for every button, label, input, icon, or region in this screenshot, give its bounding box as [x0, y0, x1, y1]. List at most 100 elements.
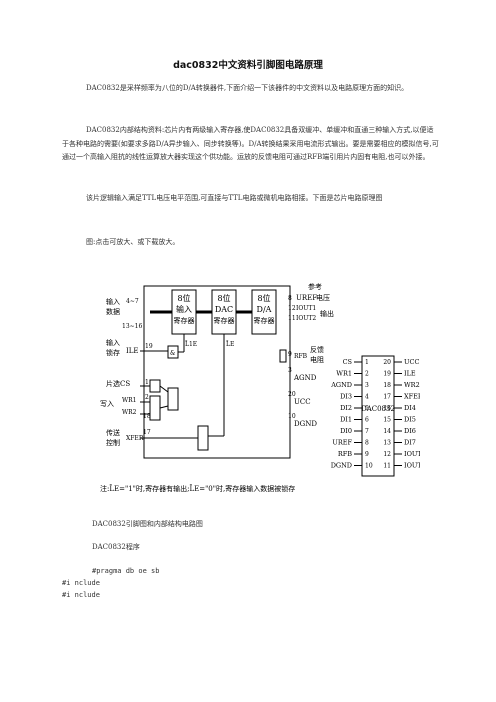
xfer-label-1: 传送 [106, 428, 120, 437]
agnd-label: AGND [293, 374, 317, 382]
wr1-pin: 2 [145, 394, 149, 401]
cs-label: 片选CS [106, 379, 130, 388]
pin-9: 9 [288, 351, 292, 358]
output-label: 输出 [320, 309, 334, 318]
pinout-right-pin-label: DI7 [404, 439, 416, 447]
dac0832-pinout: DAC0832 1CS2WR13AGND4DI35DI26DI17DI08URE… [330, 355, 420, 477]
pin-12: 12 [288, 305, 296, 312]
pinout-right-pin-label: IOUT1 [404, 462, 420, 470]
input-data-label-1: 输入 [106, 297, 120, 306]
pinout-right-pin-label: XFER [404, 393, 420, 401]
pinout-left-pin-number: 4 [365, 394, 369, 401]
xfer-signal: XFER [126, 435, 144, 442]
ref-label: 参考 [308, 282, 322, 291]
input-pins-a: 4~7 [126, 298, 139, 305]
pinout-left-pin-label: DI0 [340, 427, 352, 435]
block1-line2: 输入 [176, 304, 192, 314]
pinout-left-pin-label: UREF [332, 439, 352, 447]
pinout-left-pin-number: 1 [365, 359, 369, 366]
block3-line3: 寄存器 [254, 316, 275, 325]
rfb-label: RFB [294, 353, 308, 360]
ile-pin: 19 [145, 343, 153, 350]
feedback-resistor [279, 349, 287, 363]
pin-11: 11 [288, 315, 296, 322]
block2-line3: 寄存器 [214, 316, 235, 325]
write-label: 写入 [100, 400, 114, 408]
wr2-pin: 18 [143, 413, 151, 420]
pinout-right-pin-label: WR2 [404, 381, 420, 389]
pinout-right-pin-label: DI6 [404, 427, 416, 435]
wr1-label: WR1 [122, 397, 137, 404]
figure-hint: 图:点击可放大、或下载放大。 [86, 238, 180, 246]
code-line-2: #i nclude [62, 579, 100, 587]
document-title: dac0832中文资料引脚图电路原理 [173, 60, 323, 71]
block3-line2: D/A [257, 305, 272, 314]
pin-10: 10 [288, 413, 296, 420]
pinout-left-pin-number: 9 [365, 451, 369, 458]
pinout-left-pin-label: WR1 [336, 370, 352, 378]
pinout-left-pin-label: DI2 [340, 404, 352, 412]
pinout-right-pin-number: 18 [383, 382, 391, 389]
block1-line3: 寄存器 [174, 316, 195, 325]
pin-20: 20 [288, 391, 296, 398]
pinout-right-pin-label: DI4 [404, 404, 416, 412]
intro-paragraph: DAC0832是采样频率为八位的D/A转换器件,下面介绍一下该器件的中文资料以及… [86, 84, 409, 92]
or-gate-2 [149, 395, 161, 421]
or-gate-1 [149, 379, 161, 393]
pinout-left-pin-number: 3 [365, 382, 369, 389]
block1-line1: 8位 [177, 293, 190, 303]
iout1-label: IOUT1 [296, 305, 316, 312]
and-gate-2 [167, 387, 179, 411]
pinout-right-pin-number: 11 [383, 463, 391, 470]
figure-caption: DAC0832引脚图和内部结构电路图 [92, 520, 203, 528]
and-gate-1-symbol: & [170, 350, 176, 357]
program-heading: DAC0832程序 [92, 543, 140, 551]
block3-line1: 8位 [257, 293, 270, 303]
pinout-left-pin-number: 7 [365, 428, 369, 435]
vref-label: UREF [296, 294, 317, 302]
pinout-left-pin-label: RFB [338, 450, 352, 458]
pinout-right-pin-number: 14 [383, 428, 391, 435]
ttl-paragraph: 该片逻辑输入满足TTL电压电平范围,可直接与TTL电路或微机电路相接。下面是芯片… [86, 194, 383, 202]
ile-signal: ILE [126, 347, 139, 355]
iout2-label: IOUT2 [296, 315, 316, 322]
fb-label-2: 电阻 [310, 355, 324, 364]
figure-note: 注:L̄E="1"时,寄存器有输出;L̄E="0"时,寄存器输入数据被锁存 [100, 484, 295, 493]
pinout-right-pin-number: 12 [383, 451, 391, 458]
dac0832-circuit-figure: 8位 输入 寄存器 8位 DAC 寄存器 8位 D/A 寄存器 输入 数据 4~… [100, 282, 420, 493]
pinout-left-pin-label: DGND [331, 462, 352, 470]
pinout-body [361, 355, 395, 477]
pinout-left-pin-label: DI1 [340, 416, 352, 424]
pinout-left-pin-label: DI3 [340, 393, 352, 401]
pinout-right-pin-number: 13 [383, 440, 391, 447]
pin-8: 8 [288, 295, 292, 302]
l1e-label: L̄1E [185, 341, 197, 348]
vcc-label: UCC [294, 398, 311, 406]
pinout-left-pin-number: 5 [365, 405, 369, 412]
cs-pin: 1 [145, 379, 149, 386]
pinout-left-pin-number: 10 [365, 463, 373, 470]
pinout-right-pin-label: UCC [404, 358, 419, 366]
block2-line1: 8位 [217, 293, 230, 303]
pinout-right-pin-number: 17 [383, 394, 391, 401]
pinout-right-pin-number: 20 [383, 359, 391, 366]
pinout-left-pin-label: AGND [330, 381, 352, 389]
xfer-label-2: 控制 [106, 438, 120, 447]
input-pins-b: 13~16 [122, 323, 142, 330]
input-data-label-2: 数据 [106, 307, 120, 316]
code-line-3: #i nclude [62, 591, 100, 599]
pinout-left-pin-number: 6 [365, 417, 369, 424]
l2e-label: L̄E [226, 341, 235, 348]
pinout-right-pin-label: DI5 [404, 416, 416, 424]
fb-label-1: 反馈 [310, 345, 324, 354]
structure-paragraph: DAC0832内部结构资料:芯片内有两级输入寄存器,使DAC0832具备双缓冲、… [62, 126, 439, 161]
dgnd-label: DGND [294, 420, 317, 428]
pinout-right-pin-number: 19 [383, 371, 391, 378]
pinout-right-pin-number: 16 [383, 405, 391, 412]
block2-line2: DAC [215, 305, 233, 314]
chip-boundary [143, 285, 291, 459]
and-gate-3 [197, 425, 209, 451]
pin-3: 3 [288, 367, 292, 374]
pinout-left-pin-number: 8 [365, 440, 369, 447]
pinout-right-pin-label: ILE [404, 370, 416, 378]
